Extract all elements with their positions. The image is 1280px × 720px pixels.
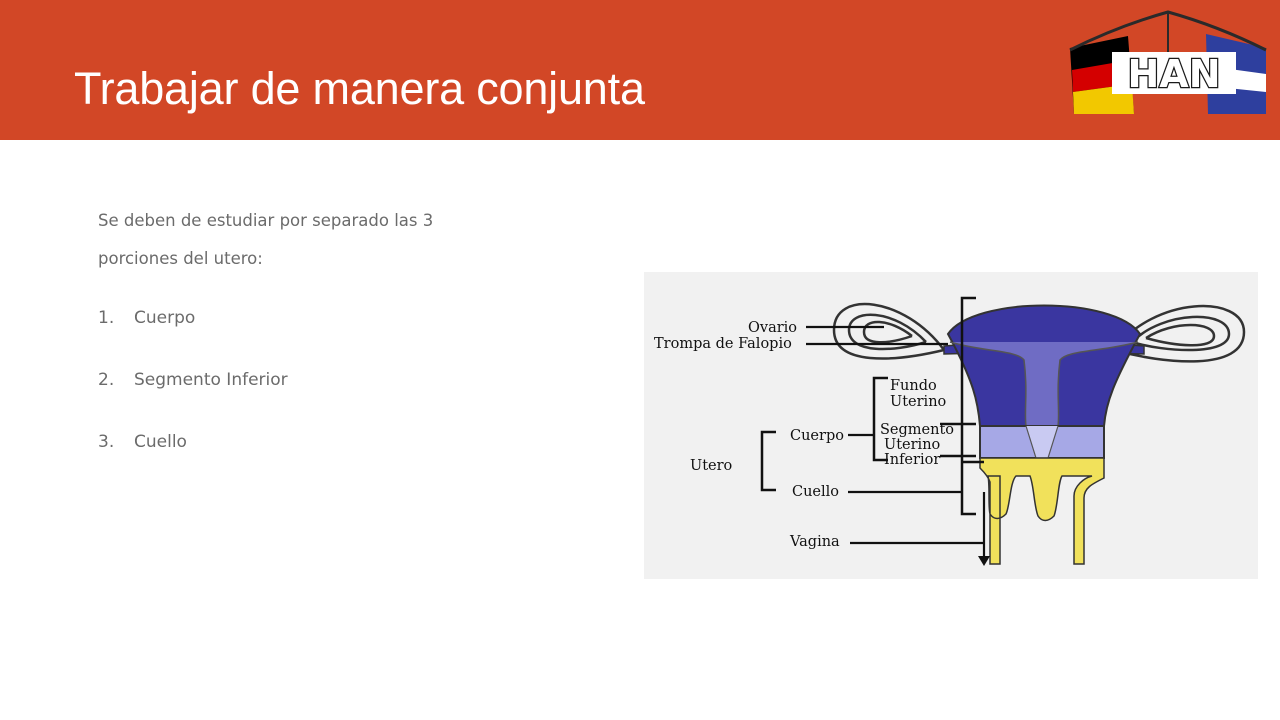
- label-fundo: Fundo: [890, 378, 937, 394]
- portions-list: 1. Cuerpo 2. Segmento Inferior 3. Cuello: [98, 300, 288, 486]
- list-label: Cuello: [134, 432, 187, 452]
- label-cuello: Cuello: [792, 484, 839, 500]
- label-inferior: Inferior: [884, 452, 940, 468]
- han-logo-text: HAN: [1127, 52, 1220, 96]
- list-item: 1. Cuerpo: [98, 300, 288, 362]
- label-trompa: Trompa de Falopio: [654, 336, 792, 352]
- list-number: 3.: [98, 432, 115, 452]
- label-segmento: Segmento: [880, 422, 954, 438]
- label-uterino: Uterino: [890, 394, 946, 410]
- label-vagina: Vagina: [789, 534, 840, 550]
- list-item: 3. Cuello: [98, 424, 288, 486]
- list-label: Segmento Inferior: [134, 370, 288, 390]
- label-uterino-2: Uterino: [884, 437, 940, 453]
- list-number: 2.: [98, 370, 115, 390]
- list-number: 1.: [98, 308, 115, 328]
- pointer-lines: [806, 325, 986, 558]
- uterus-diagram-svg: Ovario Trompa de Falopio Fundo Uterino C…: [654, 296, 1246, 566]
- slide-title: Trabajar de manera conjunta: [74, 63, 645, 114]
- label-ovario: Ovario: [748, 320, 797, 336]
- left-ovary-drawing: [832, 302, 946, 360]
- list-label: Cuerpo: [134, 308, 196, 328]
- title-bar: Trabajar de manera conjunta HAN: [0, 0, 1280, 140]
- label-utero: Utero: [690, 458, 732, 474]
- right-ovary-drawing: [1112, 304, 1246, 363]
- cervix: [979, 457, 1105, 565]
- label-brackets: [760, 296, 984, 516]
- list-item: 2. Segmento Inferior: [98, 362, 288, 424]
- intro-text: Se deben de estudiar por separado las 3 …: [98, 211, 434, 268]
- label-cuerpo: Cuerpo: [790, 428, 844, 444]
- han-logo: HAN: [1069, 10, 1267, 114]
- uterus-diagram: Ovario Trompa de Falopio Fundo Uterino C…: [644, 272, 1258, 579]
